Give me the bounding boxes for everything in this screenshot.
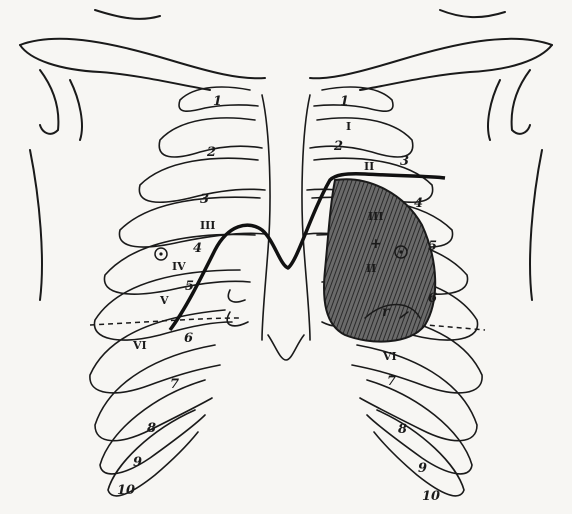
rib-label: 9 — [133, 455, 142, 470]
intercostal-label: II — [364, 160, 374, 173]
rib-label: 8 — [147, 421, 156, 436]
rib-label: 4 — [193, 241, 202, 256]
intercostal-label: VI — [382, 350, 397, 363]
heart-mark-plus: + — [370, 236, 382, 252]
rib-label: 4 — [414, 196, 423, 211]
intercostal-label: VI — [132, 339, 147, 352]
rib-label: 2 — [333, 139, 343, 154]
intercostal-label: II — [366, 262, 376, 275]
intercostal-label: III — [368, 210, 383, 223]
rib-label: 1 — [213, 94, 222, 109]
rib-label: 2 — [206, 145, 216, 160]
intercostal-label: IV — [172, 260, 186, 273]
rib-label: 9 — [418, 461, 427, 476]
rib-label: 10 — [117, 483, 135, 498]
rib-label: 6 — [428, 291, 437, 306]
intercostal-label: III — [200, 219, 215, 232]
rib-label: 8 — [398, 422, 407, 437]
clavicles — [20, 10, 552, 300]
left-ribs — [90, 87, 265, 496]
intercostal-label: I — [346, 120, 351, 133]
rib-label: 7 — [170, 377, 179, 392]
rib-label: 7 — [387, 374, 396, 389]
rib-label: 1 — [340, 94, 349, 109]
rib-label: 5 — [428, 239, 437, 254]
rib-label: 5 — [185, 279, 194, 294]
sternum — [227, 95, 343, 360]
rib-label: 3 — [200, 192, 209, 207]
dashed-line — [90, 318, 240, 325]
intercostal-label: V — [159, 294, 169, 307]
rib-label: 3 — [400, 154, 409, 169]
rib-label: 6 — [184, 331, 193, 346]
rib-label: 10 — [422, 489, 440, 504]
